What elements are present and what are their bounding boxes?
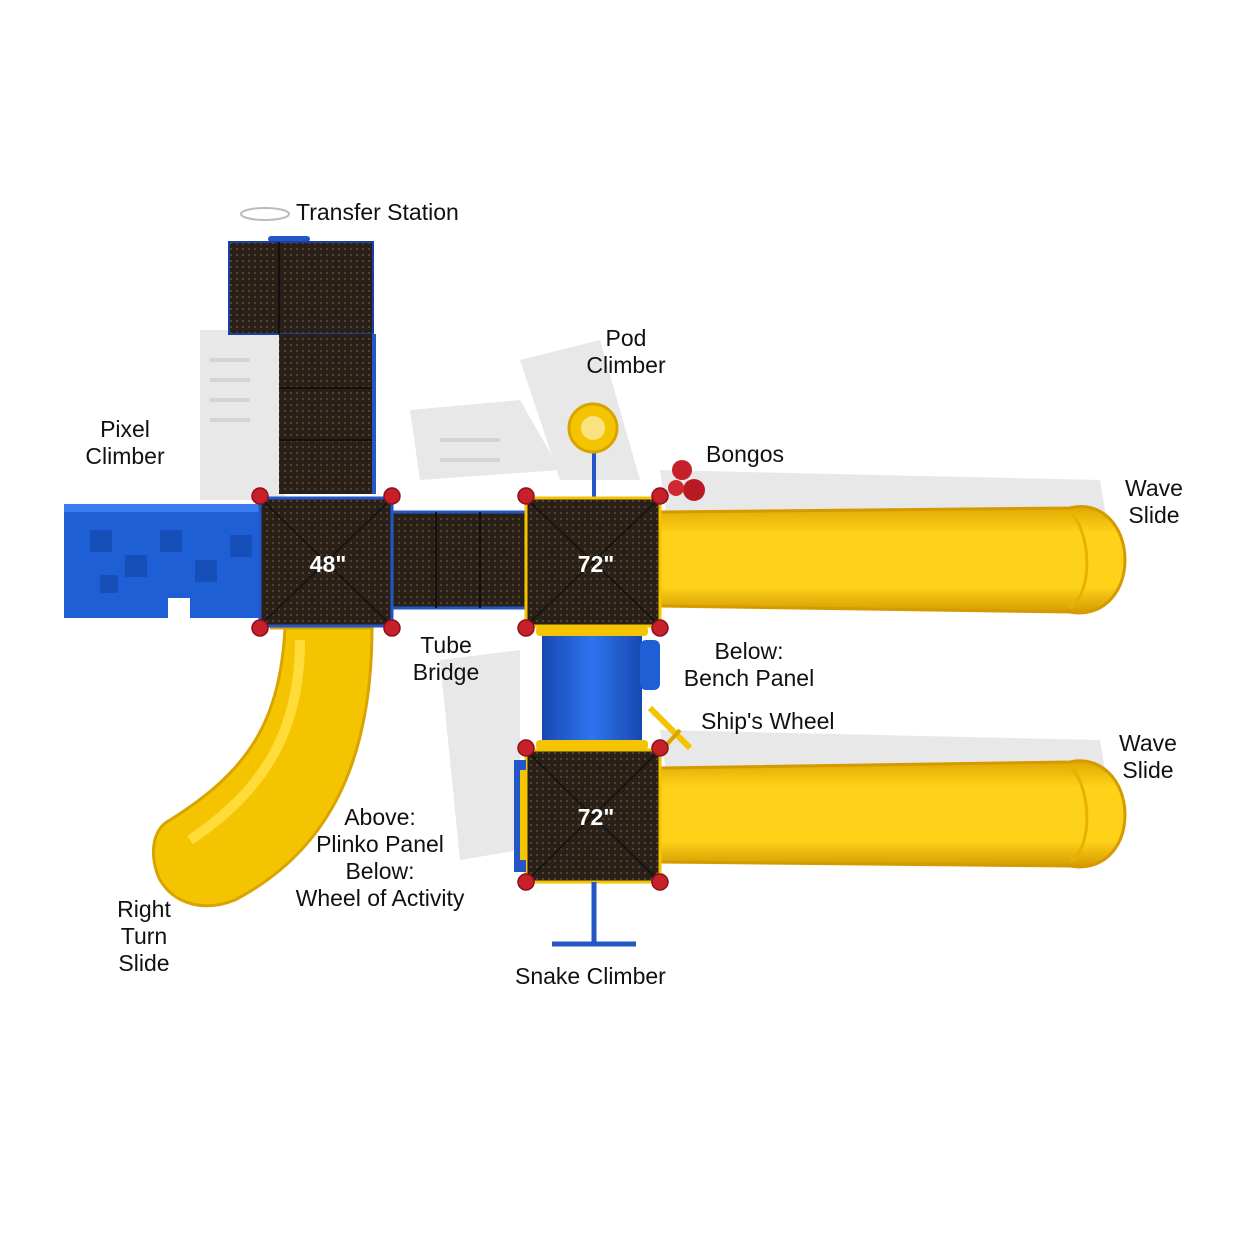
snake-climber	[552, 882, 636, 947]
label-plinko-line3: Below:	[345, 858, 415, 884]
label-right-turn-slide: Right Turn Slide	[104, 896, 184, 977]
label-pixel-climber: Pixel Climber	[70, 416, 180, 470]
label-ships-wheel: Ship's Wheel	[701, 708, 835, 734]
label-below-bench-line2: Bench Panel	[683, 665, 815, 691]
label-plinko-wheel: Above: Plinko Panel Below: Wheel of Acti…	[284, 804, 476, 912]
label-wave-slide-bottom-line1: Wave	[1119, 730, 1177, 756]
pixel-climber	[64, 504, 260, 618]
connector-tube	[536, 626, 660, 750]
deck-72-center-label: 72"	[577, 551, 615, 577]
wave-slide-bottom	[658, 759, 1127, 869]
transfer-station	[228, 207, 374, 335]
label-tube-bridge-line1: Tube	[420, 632, 472, 658]
label-right-turn-line2: Turn	[120, 923, 168, 949]
transfer-steps	[279, 334, 376, 494]
label-wave-slide-top-line2: Slide	[1128, 502, 1180, 528]
label-wave-slide-top: Wave Slide	[1114, 475, 1194, 529]
tube-bridge	[390, 510, 528, 610]
deck-48-label: 48"	[309, 551, 347, 577]
right-turn-slide	[151, 626, 374, 908]
label-right-turn-line1: Right	[117, 896, 171, 922]
label-pixel-climber-line2: Climber	[85, 443, 165, 469]
label-wave-slide-bottom-line2: Slide	[1122, 757, 1174, 783]
label-plinko-line4: Wheel of Activity	[295, 885, 465, 911]
label-wave-slide-bottom: Wave Slide	[1108, 730, 1188, 784]
pod-climber	[567, 402, 619, 498]
label-tube-bridge: Tube Bridge	[406, 632, 486, 686]
label-below-bench-line1: Below:	[714, 638, 784, 664]
label-below-bench-panel: Below: Bench Panel	[676, 638, 822, 692]
label-bongos: Bongos	[706, 441, 785, 467]
label-right-turn-line3: Slide	[118, 950, 170, 976]
label-pod-climber: Pod Climber	[570, 325, 682, 379]
label-wave-slide-top-line1: Wave	[1125, 475, 1183, 501]
wave-slide-top	[658, 505, 1127, 615]
deck-72-bottom-label: 72"	[577, 804, 615, 830]
label-tube-bridge-line2: Bridge	[412, 659, 480, 685]
label-transfer-station: Transfer Station	[296, 199, 459, 225]
label-pod-climber-line1: Pod	[605, 325, 647, 351]
label-plinko-line1: Above:	[344, 804, 416, 830]
stair-shadow	[210, 358, 500, 462]
label-snake-climber: Snake Climber	[515, 963, 666, 989]
label-pod-climber-line2: Climber	[586, 352, 666, 378]
label-plinko-line2: Plinko Panel	[316, 831, 444, 857]
clamps	[251, 487, 669, 891]
label-pixel-climber-line1: Pixel	[100, 416, 150, 442]
bongos	[668, 460, 705, 501]
